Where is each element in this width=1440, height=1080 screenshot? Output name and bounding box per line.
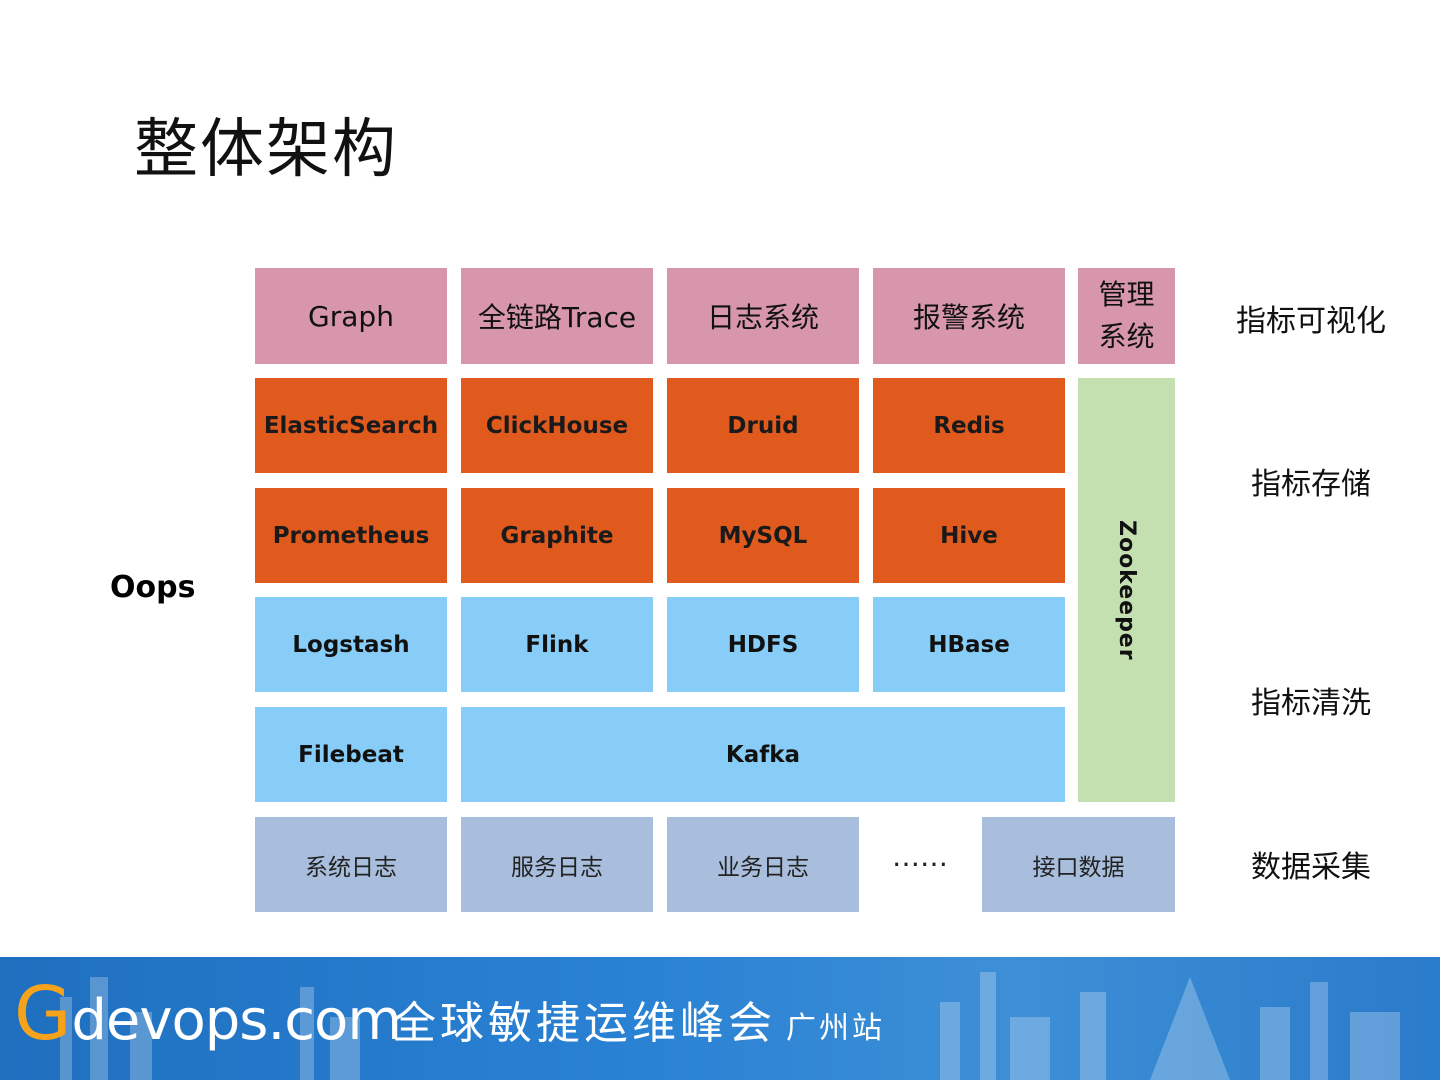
box-kafka: Kafka: [461, 707, 1065, 802]
box-filebeat: Filebeat: [255, 707, 447, 802]
box-hbase: HBase: [873, 597, 1065, 692]
box-clickhouse: ClickHouse: [461, 378, 653, 473]
box-api-data: 接口数据: [982, 817, 1175, 912]
management-line-2: 系统: [1098, 320, 1155, 353]
box-alert-system: 报警系统: [873, 268, 1065, 364]
ellipsis: ……: [892, 840, 948, 873]
box-trace: 全链路Trace: [461, 268, 653, 364]
box-graph: Graph: [255, 268, 447, 364]
box-druid: Druid: [667, 378, 859, 473]
box-service-log: 服务日志: [461, 817, 653, 912]
box-redis: Redis: [873, 378, 1065, 473]
footer-city: 广州站: [786, 1011, 885, 1046]
slide-title: 整体架构: [134, 113, 398, 187]
logo-g-letter: G: [14, 971, 72, 1057]
box-zookeeper: Zookeeper: [1078, 378, 1175, 802]
footer-slogan: 全球敏捷运维峰会: [392, 998, 776, 1049]
zookeeper-label: Zookeeper: [1114, 519, 1139, 661]
city-skyline-graphic: [60, 972, 1400, 1080]
box-log-system: 日志系统: [667, 268, 859, 364]
box-management-system: 管理 系统: [1078, 268, 1175, 364]
oops-label: Oops: [110, 570, 196, 605]
box-system-log: 系统日志: [255, 817, 447, 912]
box-mysql: MySQL: [667, 488, 859, 583]
layer-label-visualization: 指标可视化: [1236, 304, 1386, 339]
layer-label-cleaning: 指标清洗: [1251, 686, 1371, 721]
box-logstash: Logstash: [255, 597, 447, 692]
footer-banner: G devops.com 全球敏捷运维峰会 广州站: [0, 957, 1440, 1080]
box-business-log: 业务日志: [667, 817, 859, 912]
layer-label-storage: 指标存储: [1251, 467, 1371, 502]
box-flink: Flink: [461, 597, 653, 692]
box-hdfs: HDFS: [667, 597, 859, 692]
box-hive: Hive: [873, 488, 1065, 583]
box-elasticsearch: ElasticSearch: [255, 378, 447, 473]
box-prometheus: Prometheus: [255, 488, 447, 583]
gdevops-logo: G devops.com: [14, 971, 402, 1057]
box-graphite: Graphite: [461, 488, 653, 583]
logo-domain: devops.com: [71, 988, 402, 1053]
management-line-1: 管理: [1098, 278, 1155, 311]
layer-label-collection: 数据采集: [1251, 850, 1371, 885]
